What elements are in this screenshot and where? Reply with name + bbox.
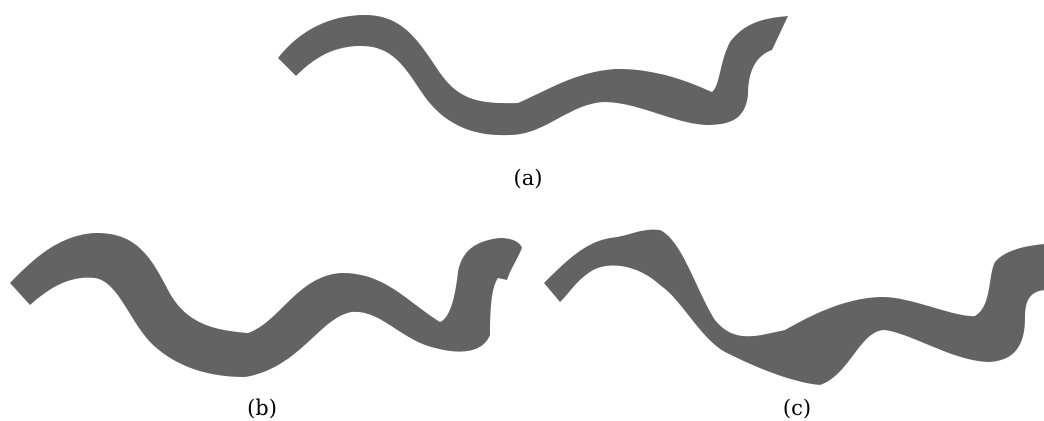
caption-c: (c)	[782, 396, 812, 420]
panel-a-shape	[278, 15, 788, 136]
caption-a: (a)	[513, 166, 543, 190]
panel-b-shape	[10, 232, 522, 377]
caption-b: (b)	[247, 396, 277, 420]
panel-c-shape	[544, 229, 1044, 385]
